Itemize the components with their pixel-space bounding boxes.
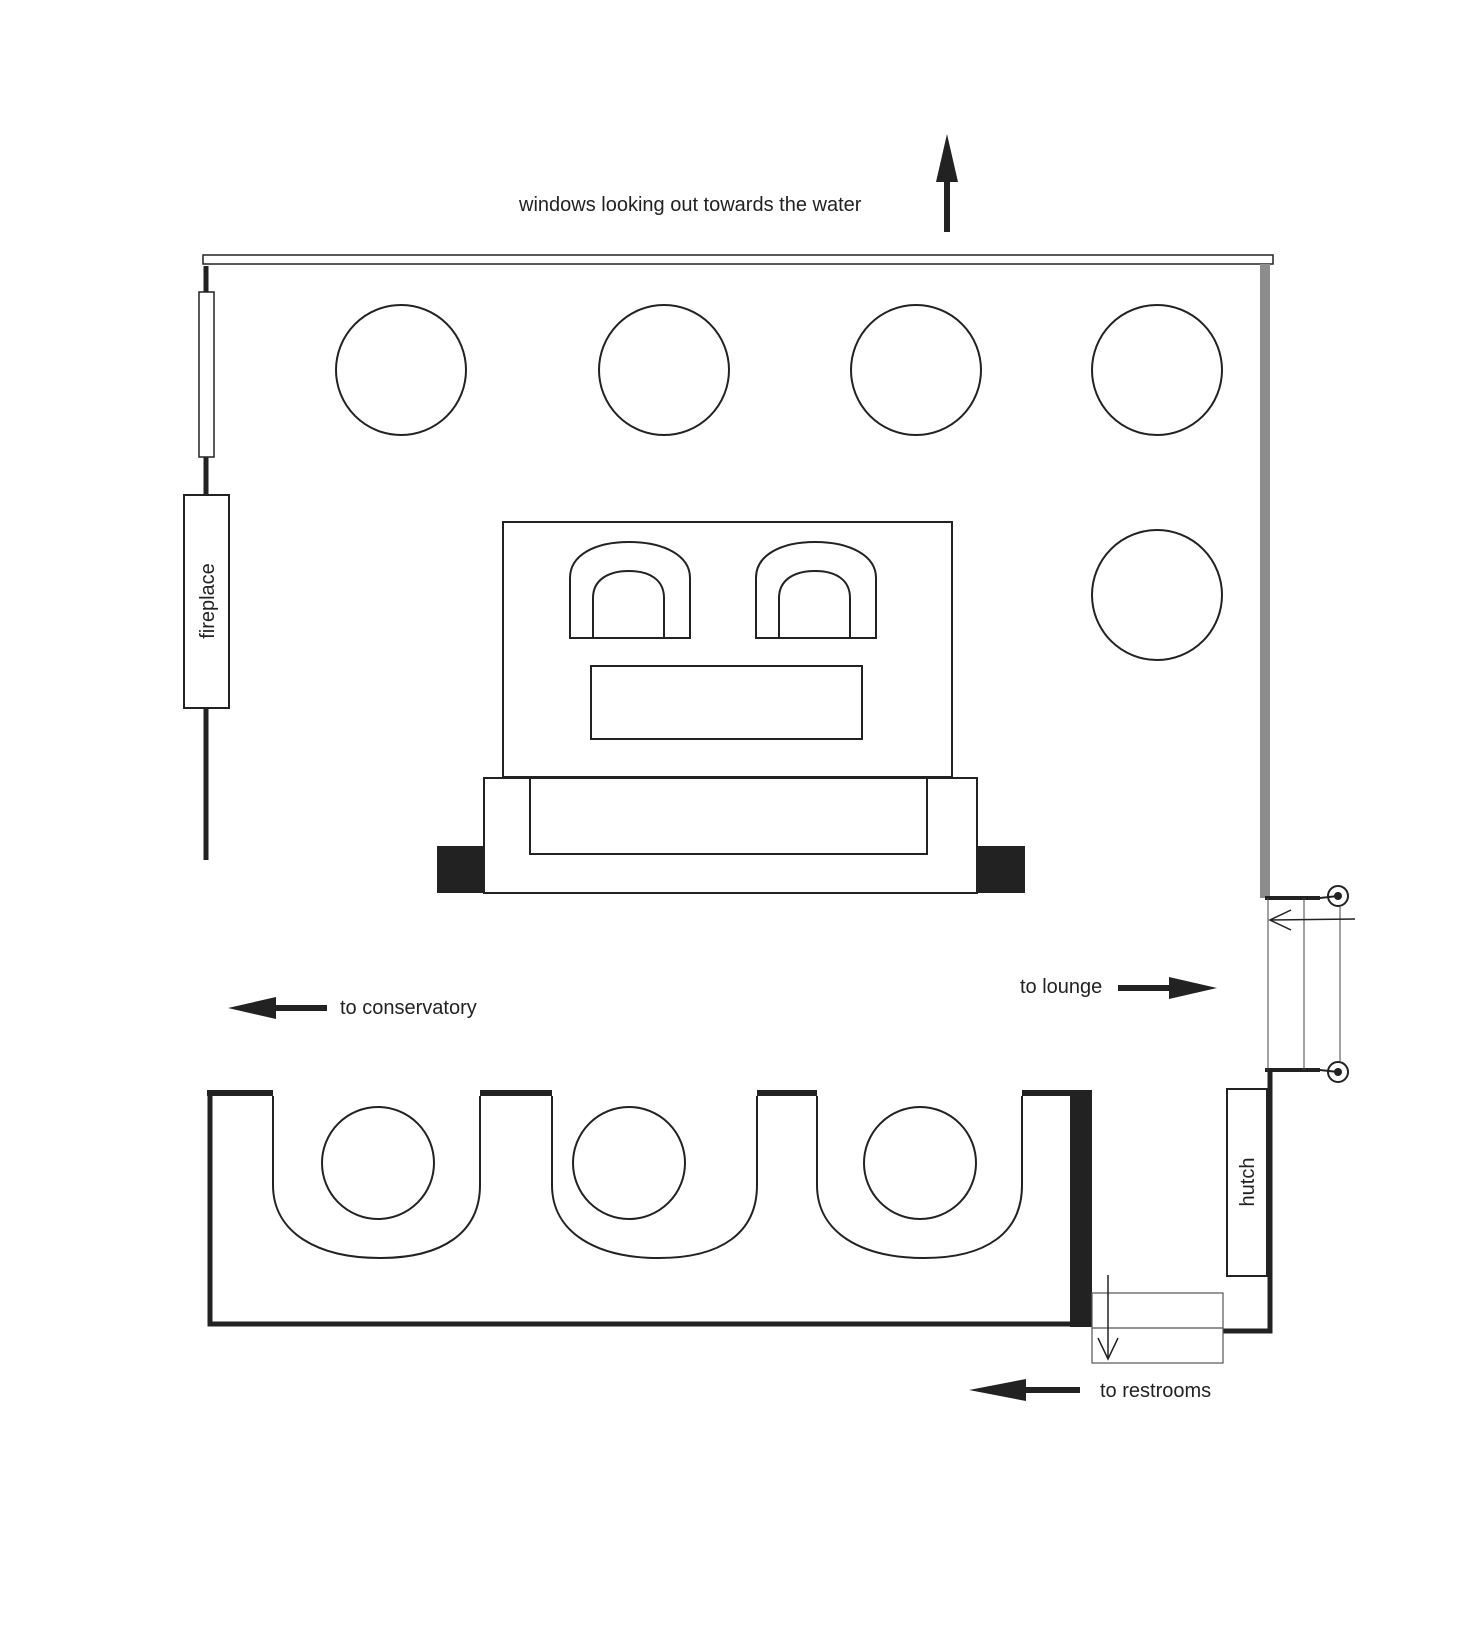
- armchair: [755, 540, 877, 639]
- arrow-right-icon: [1118, 977, 1217, 999]
- round-tables: [335, 304, 1223, 661]
- left-wall: [198, 266, 215, 860]
- fireplace-label: fireplace: [197, 563, 219, 639]
- booth-seating: [207, 1090, 1092, 1327]
- arrow-left-icon: [228, 997, 327, 1019]
- right-gray-wall: [1260, 264, 1270, 898]
- armchair: [569, 540, 691, 639]
- round-table: [850, 304, 982, 436]
- hutch: [1226, 1088, 1268, 1277]
- booth-table: [321, 1106, 435, 1220]
- restroom-door: [1091, 1275, 1224, 1364]
- fireplace: [183, 494, 230, 709]
- windows-label: windows looking out towards the water: [518, 194, 862, 216]
- right-wall-lower: [1222, 1070, 1273, 1334]
- arrow-left-icon: [969, 1379, 1080, 1401]
- to-lounge-label: to lounge: [1020, 976, 1102, 998]
- hutch-label: hutch: [1237, 1158, 1259, 1207]
- coffee-table: [590, 665, 863, 740]
- to-conservatory-label: to conservatory: [340, 997, 477, 1019]
- round-table: [598, 304, 730, 436]
- arrow-north-icon: [936, 134, 958, 232]
- booth-table: [863, 1106, 977, 1220]
- round-table: [1091, 304, 1223, 436]
- to-restrooms-label: to restrooms: [1100, 1380, 1211, 1402]
- sofa: [437, 777, 1025, 894]
- booth-table: [572, 1106, 686, 1220]
- round-table: [1091, 529, 1223, 661]
- round-table: [335, 304, 467, 436]
- window-strip: [202, 254, 1274, 265]
- entrance-door: [1265, 885, 1356, 1083]
